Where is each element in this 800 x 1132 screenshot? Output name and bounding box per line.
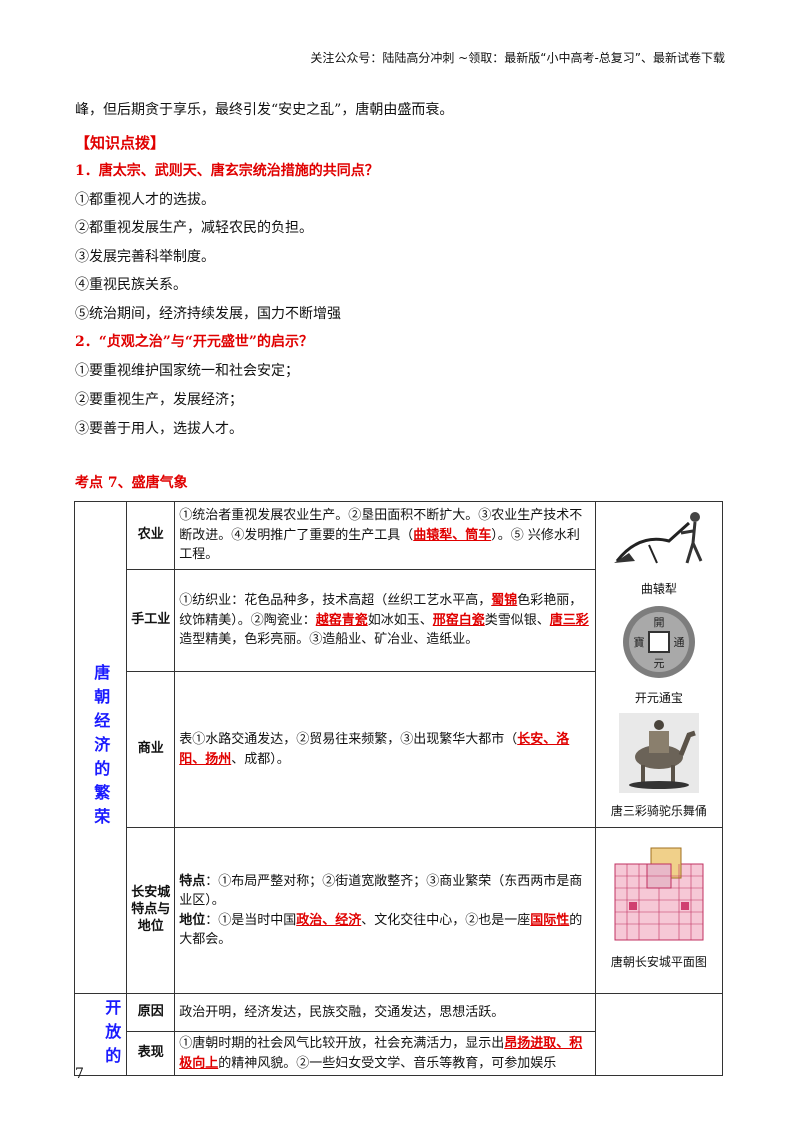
coin-char: 元	[653, 657, 664, 670]
q2-item: ③要善于用人，选拔人才。	[75, 421, 243, 437]
caption-coin: 开元通宝	[634, 691, 683, 705]
coin-char: 開	[653, 616, 664, 629]
caption-map: 唐朝长安城平面图	[610, 955, 707, 969]
row-label-handicraft: 手工业	[126, 568, 176, 673]
q2-title: 2．“贞观之治”与“开元盛世”的启示？	[75, 334, 313, 350]
q2-item: ②要重视生产，发展经济；	[75, 392, 243, 408]
curved-plow-image	[613, 512, 703, 564]
kaodian-title: 考点 7、盛唐气象	[75, 475, 188, 491]
row-label-agriculture: 农业	[126, 501, 176, 570]
coin-char: 寶	[633, 635, 644, 649]
caption-camel: 唐三彩骑驼乐舞俑	[610, 804, 707, 818]
empty-image-cell	[594, 993, 724, 1076]
category-openness: 开放的	[73, 993, 128, 1076]
knowledge-tag: 【知识点拨】	[75, 134, 166, 152]
image-column: 曲辕犁 開 元 通 寶 开元通宝 唐三彩骑驼乐舞俑	[594, 501, 724, 828]
commerce-text: 表①水路交通发达，②贸易往来频繁，③出现繁华大都市（长安、洛阳、扬州、成都）。	[174, 671, 596, 828]
row-label-changan: 长安城特点与地位	[126, 827, 176, 994]
row-label-commerce: 商业	[126, 671, 176, 828]
reason-text: 政治开明，经济发达，民族交融，交通发达，思想活跃。	[174, 993, 596, 1032]
caption-plow: 曲辕犁	[640, 582, 677, 596]
agriculture-text: ①统治者重视发展农业生产。②垦田面积不断扩大。③农业生产技术不断改进。④发明推广…	[174, 501, 596, 570]
kaiyuan-coin-image: 開 元 通 寶	[622, 606, 695, 678]
intro-line: 峰，但后期贪于享乐，最终引发“安史之乱”，唐朝由盛而衰。	[75, 102, 454, 118]
q1-item: ②都重视发展生产，减轻农民的负担。	[75, 220, 313, 236]
q1-item: ①都重视人才的选拔。	[75, 192, 215, 208]
handicraft-text: ①纺织业：花色品种多，技术高超（丝织工艺水平高，蜀锦色彩艳丽，纹饰精美）。②陶瓷…	[174, 568, 596, 673]
performance-text: ①唐朝时期的社会风气比较开放，社会充满活力，显示出昂扬进取、积极向上的精神风貌。…	[174, 1031, 596, 1076]
page-header: 关注公众号：陆陆高分冲刺 ~领取：最新版“小中高考-总复习”、最新试卷下载	[310, 51, 725, 65]
coin-char: 通	[673, 636, 684, 649]
tang-economy-table: 唐朝经济的繁荣 农业 ①统治者重视发展农业生产。②垦田面积不断扩大。③农业生产技…	[73, 501, 724, 1076]
row-label-performance: 表现	[126, 1031, 176, 1076]
category-economy: 唐朝经济的繁荣	[73, 501, 128, 994]
changan-map-cell: 唐朝长安城平面图	[594, 827, 724, 994]
q1-title: 1．唐太宗、武则天、唐玄宗统治措施的共同点？	[75, 163, 379, 179]
q1-item: ④重视民族关系。	[75, 277, 187, 293]
row-label-reason: 原因	[126, 993, 176, 1032]
changan-map-image	[614, 847, 704, 941]
sancai-camel-image	[618, 713, 699, 793]
changan-text: 特点：①布局严整对称；②街道宽敞整齐；③商业繁荣（东西两市是商业区）。 地位：①…	[174, 827, 596, 994]
q1-item: ⑤统治期间，经济持续发展，国力不断增强	[75, 306, 341, 322]
page-number: 7	[75, 1066, 84, 1082]
q2-item: ①要重视维护国家统一和社会安定；	[75, 363, 299, 379]
q1-item: ③发展完善科举制度。	[75, 249, 215, 265]
